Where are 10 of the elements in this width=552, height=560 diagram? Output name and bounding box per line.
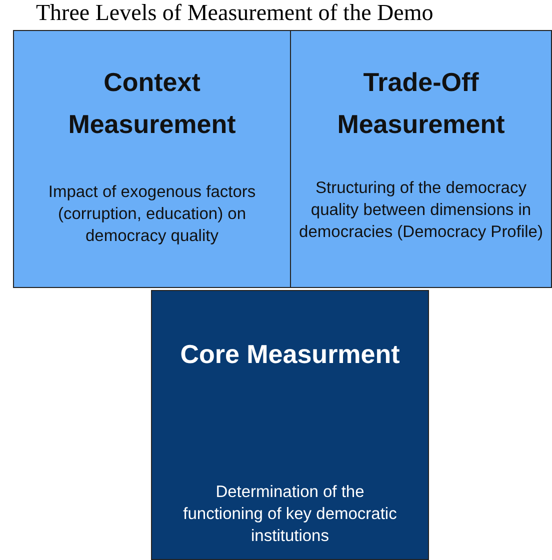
measurement-box (151, 290, 429, 560)
measurement-box (13, 30, 291, 288)
heading-text: Context Measurement (67, 66, 237, 141)
heading-text: Trade-Off Measurement (336, 66, 506, 141)
measurement-box (290, 30, 552, 288)
heading-text: Core Measurment (179, 338, 401, 371)
description-text: Structuring of the democracy quality between dimensions in democracies (Democracy Profile) (298, 178, 544, 243)
description-text: Impact of exogenous factors (corruption, education) on democracy quality (47, 182, 257, 247)
title: Three Levels of Measurement of the Demo (36, 0, 434, 26)
description-text: Determination of the functioning of key democratic institutions (182, 482, 398, 547)
